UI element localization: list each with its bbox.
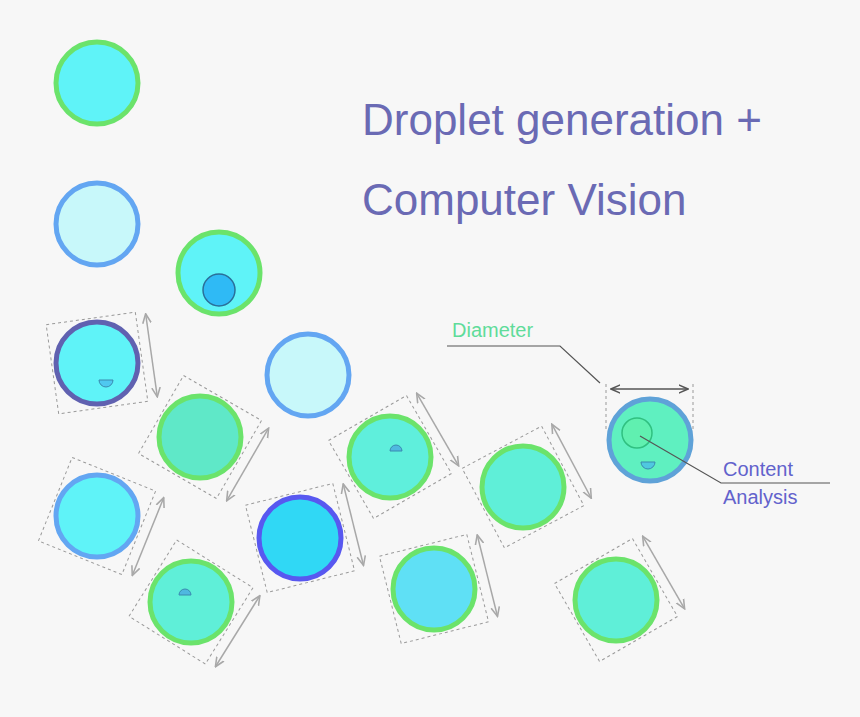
bounding-box	[46, 311, 158, 414]
bounding-box	[129, 540, 261, 669]
callout-label: Content Analysis	[723, 455, 828, 511]
bounding-box	[245, 481, 364, 593]
bounding-box	[329, 391, 461, 519]
callout-label: Diameter	[452, 319, 533, 342]
bounding-box	[139, 376, 271, 504]
title: Droplet generation + Computer Vision	[362, 80, 812, 240]
bounding-box	[462, 421, 593, 547]
bounding-box	[379, 532, 498, 644]
bounding-box	[38, 457, 164, 578]
bounding-box	[555, 534, 687, 662]
bounding-boxes	[38, 311, 686, 670]
